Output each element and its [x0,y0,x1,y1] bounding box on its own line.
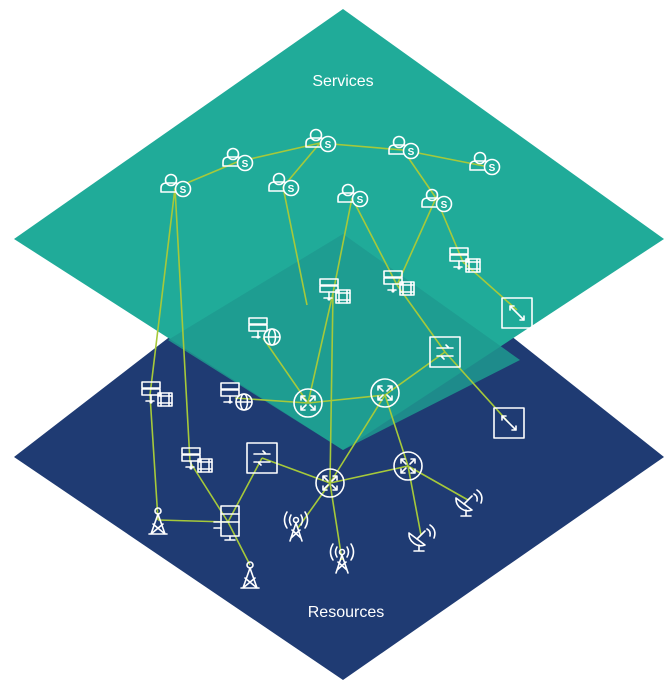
resources-layer-label: Resources [308,604,384,621]
layer-overlap [168,234,520,450]
network-links [149,142,518,566]
services-layer-label: Services [312,73,373,90]
